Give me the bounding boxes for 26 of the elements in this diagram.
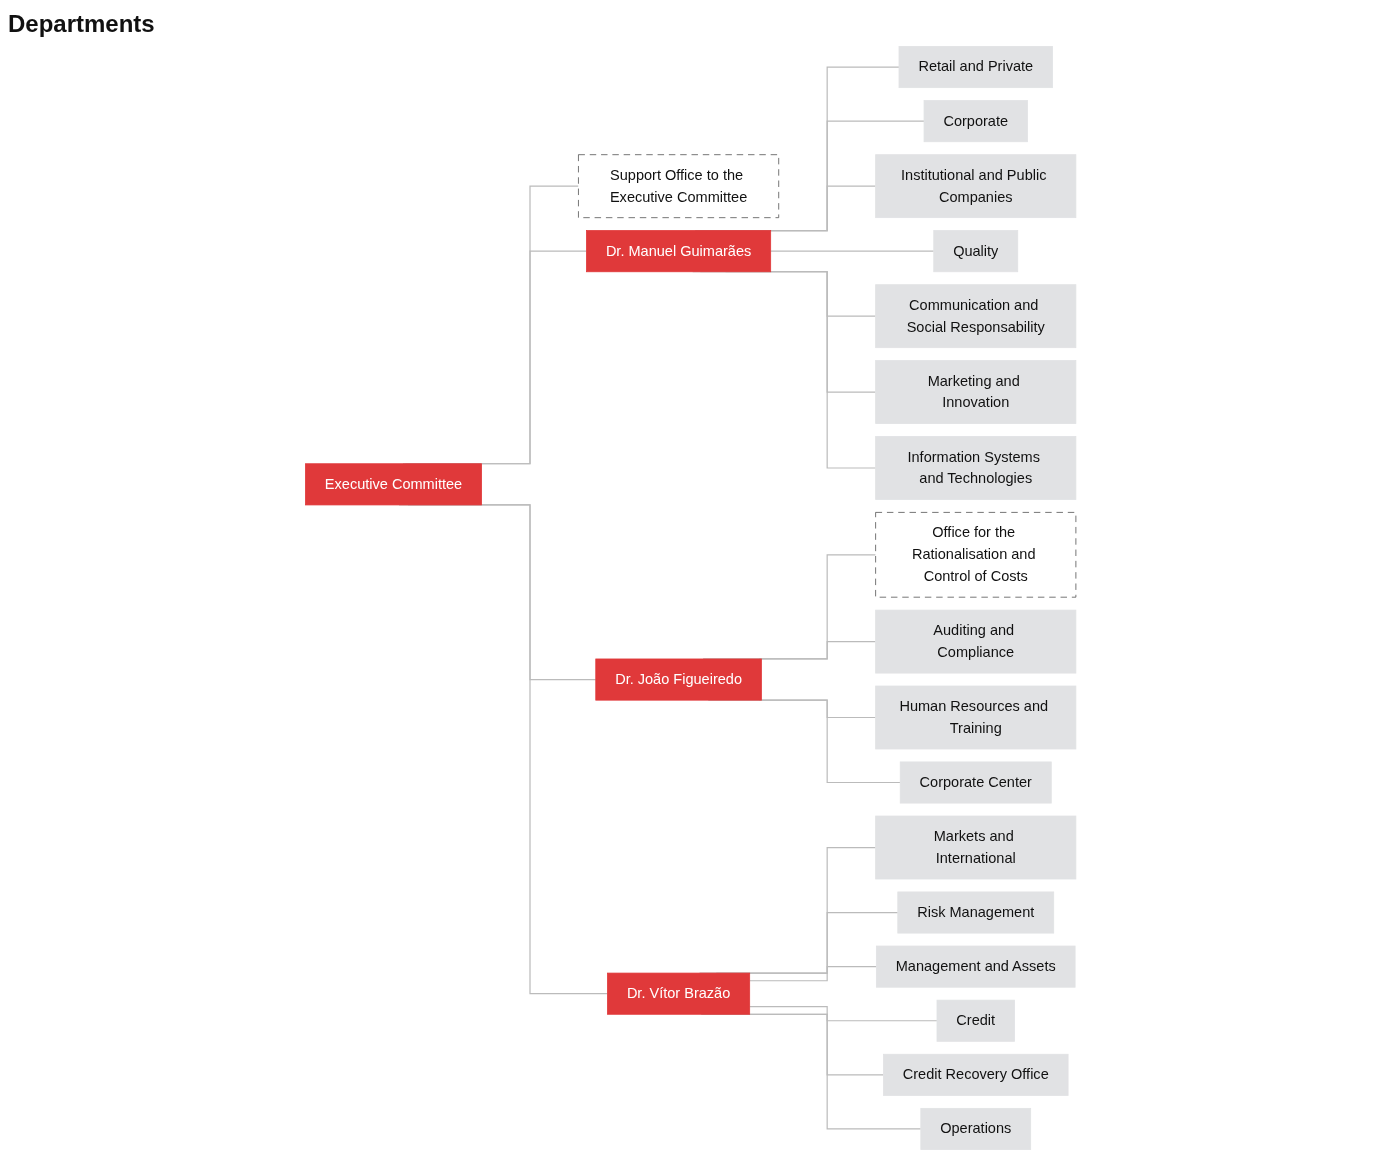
- connector: [749, 966, 878, 982]
- node-box: Risk Management: [897, 891, 1055, 934]
- node-box: Dr. Manuel Guimarães: [586, 230, 772, 273]
- node-box: Credit Recovery Office: [883, 1053, 1069, 1096]
- node-box: Support Office to the Executive Committee: [578, 154, 780, 219]
- node-box: Credit: [936, 999, 1016, 1042]
- node-box: Institutional and Public Companies: [875, 154, 1077, 219]
- node-box: Executive Committee: [305, 463, 483, 506]
- node-box: Information Systems and Technologies: [875, 436, 1077, 500]
- connector: [770, 250, 935, 252]
- node-box: Dr. Vítor Brazão: [607, 972, 751, 1015]
- node-box: Communication and Social Responsability: [875, 284, 1077, 349]
- node-box: Corporate Center: [900, 761, 1052, 804]
- node-box: Office for the Rationalisation and Control of Costs: [875, 512, 1077, 598]
- node-box: Operations: [920, 1107, 1032, 1150]
- node-box: Human Resources and Training: [875, 685, 1077, 750]
- connector: [749, 1006, 938, 1022]
- node-box: Auditing and Compliance: [875, 609, 1077, 674]
- node-box: Management and Assets: [876, 945, 1076, 988]
- node-box: Retail and Private: [898, 46, 1054, 89]
- node-box: Quality: [933, 230, 1019, 273]
- node-box: Dr. João Figueiredo: [595, 658, 763, 701]
- node-box: Corporate: [923, 100, 1029, 143]
- node-box: Markets and International: [875, 815, 1077, 880]
- node-box: Marketing and Innovation: [875, 360, 1077, 424]
- section-heading: Departments: [8, 10, 156, 38]
